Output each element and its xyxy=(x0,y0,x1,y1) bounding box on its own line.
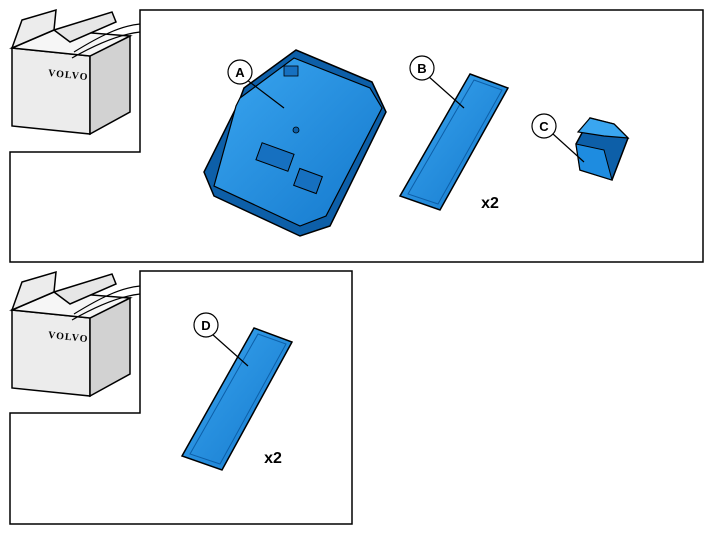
package-box-icon: VOLVO xyxy=(9,270,133,398)
leader-line-b xyxy=(427,75,465,109)
label-d-marker xyxy=(193,312,219,338)
box-brand-label: VOLVO xyxy=(48,68,89,83)
quantity-label: x2 xyxy=(481,195,499,212)
callout-line xyxy=(73,23,141,53)
box-brand-label: VOLVO xyxy=(48,330,89,345)
leader-line-a xyxy=(246,79,285,109)
callout-line xyxy=(73,285,141,315)
package-box-icon: VOLVO xyxy=(9,8,133,136)
label-c: C xyxy=(539,119,549,134)
panel-2: VOLVO D x2 xyxy=(9,270,353,525)
callout-line xyxy=(71,31,141,59)
adhesive-pad-part xyxy=(398,73,510,211)
leader-line-d xyxy=(211,333,249,367)
callout-line xyxy=(71,293,141,321)
label-a: A xyxy=(235,65,245,80)
control-module-part xyxy=(203,49,387,237)
label-d: D xyxy=(201,318,210,333)
label-c-marker xyxy=(531,113,557,139)
label-b-marker xyxy=(409,55,435,81)
panel-1: VOLVO A B x2 C xyxy=(9,8,704,263)
connector-plug-part xyxy=(575,117,630,181)
leader-line-c xyxy=(552,133,585,163)
label-b: B xyxy=(417,61,426,76)
quantity-label: x2 xyxy=(264,450,282,467)
label-a-marker xyxy=(227,59,253,85)
adhesive-pad-part xyxy=(180,327,294,471)
